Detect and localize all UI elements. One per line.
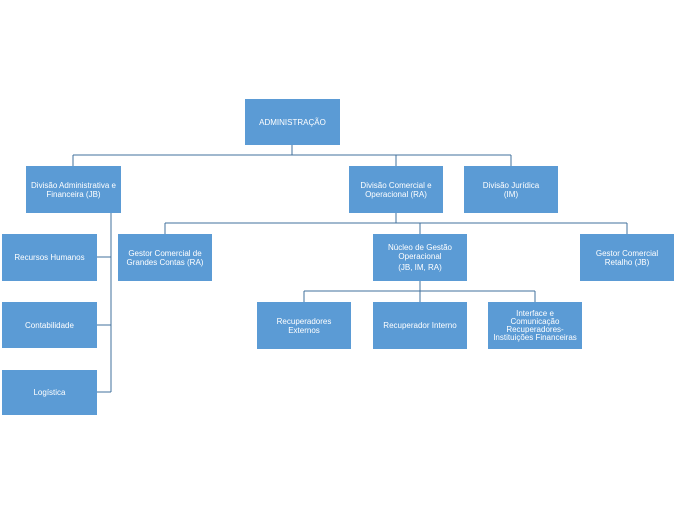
node-text: Divisão Comercial e Operacional (RA) <box>360 180 432 199</box>
node-recuperadores-externos: Recuperadores Externos <box>257 302 351 349</box>
node-contabilidade: Contabilidade <box>2 302 97 348</box>
node-text: Recursos Humanos <box>14 253 85 262</box>
node-text: Divisão Administrativa e Financeira (JB) <box>31 180 116 199</box>
node-interface-comunicacao: Interface e Comunicação Recuperadores- I… <box>488 302 582 349</box>
node-text: Interface e Comunicação Recuperadores- I… <box>493 308 577 342</box>
node-divisao-administrativa: Divisão Administrativa e Financeira (JB) <box>26 166 121 213</box>
node-text: Recuperador Interno <box>383 321 457 330</box>
node-text: Contabilidade <box>25 320 74 330</box>
node-recursos-humanos: Recursos Humanos <box>2 234 97 281</box>
node-text: Núcleo de Gestão Operacional <box>387 243 453 261</box>
node-text: Recuperadores Externos <box>276 316 332 335</box>
node-administracao: ADMINISTRAÇÃO <box>245 99 340 145</box>
node-nucleo-gestao: Núcleo de Gestão Operacional (JB, IM, RA… <box>373 234 467 281</box>
node-text: Gestor Comercial de Grandes Contas (RA) <box>126 248 204 267</box>
node-gestor-retalho: Gestor Comercial Retalho (JB) <box>580 234 674 281</box>
node-text: (IM) <box>503 189 519 199</box>
node-text: Logística <box>33 388 66 397</box>
node-divisao-juridica: Divisão Jurídica (IM) <box>464 166 558 213</box>
node-logistica: Logística <box>2 370 97 415</box>
node-text: (JB, IM, RA) <box>398 263 442 272</box>
node-recuperador-interno: Recuperador Interno <box>373 302 467 349</box>
node-text: Divisão Jurídica <box>482 180 540 190</box>
node-divisao-comercial: Divisão Comercial e Operacional (RA) <box>349 166 443 213</box>
node-text: ADMINISTRAÇÃO <box>259 117 326 127</box>
node-gestor-grandes-contas: Gestor Comercial de Grandes Contas (RA) <box>118 234 212 281</box>
node-text: Gestor Comercial Retalho (JB) <box>595 248 659 267</box>
